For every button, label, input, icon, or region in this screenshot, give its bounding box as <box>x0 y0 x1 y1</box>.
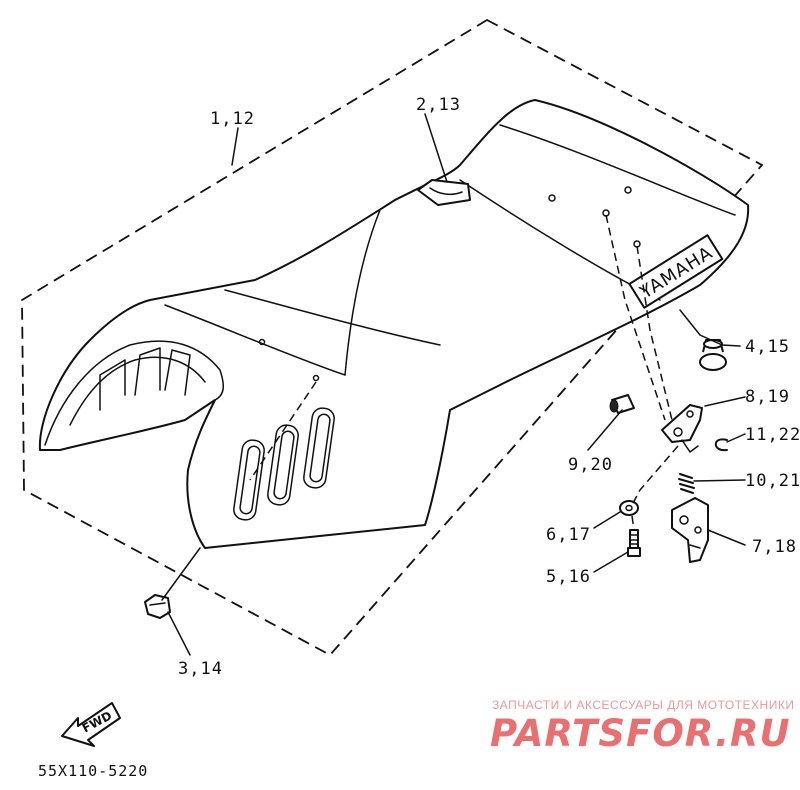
callout-bracket: 8,19 <box>745 387 790 407</box>
callout-rear-damper: 4,15 <box>745 337 790 357</box>
callout-bolt: 5,16 <box>546 567 591 587</box>
callout-clip: 11,22 <box>745 425 800 445</box>
callout-nut: 6,17 <box>546 525 591 545</box>
callout-spring: 10,21 <box>745 471 800 491</box>
watermark-tagline: ЗАПЧАСТИ И АКСЕССУАРЫ ДЛЯ МОТОТЕХНИКИ <box>492 698 795 712</box>
callout-seat: 1,12 <box>210 109 255 129</box>
drawing-number: 55X110-5220 <box>38 762 148 780</box>
spring <box>678 473 695 494</box>
fwd-arrow: FWD <box>61 702 121 747</box>
callout-pin: 9,20 <box>568 455 613 475</box>
pin <box>609 394 635 414</box>
seat: YAMAHA <box>38 99 750 549</box>
callout-strap: 2,13 <box>416 95 461 115</box>
callout-front-damper: 3,14 <box>178 659 223 679</box>
callout-lock-catch: 7,18 <box>752 537 797 557</box>
rear-damper <box>699 339 727 371</box>
watermark-site: PARTSFOR.RU <box>490 712 791 755</box>
bracket <box>661 404 703 453</box>
front-damper <box>144 594 171 619</box>
bolt <box>627 529 641 557</box>
lock-catch <box>671 497 709 563</box>
clip <box>714 438 728 452</box>
nut <box>619 500 639 516</box>
